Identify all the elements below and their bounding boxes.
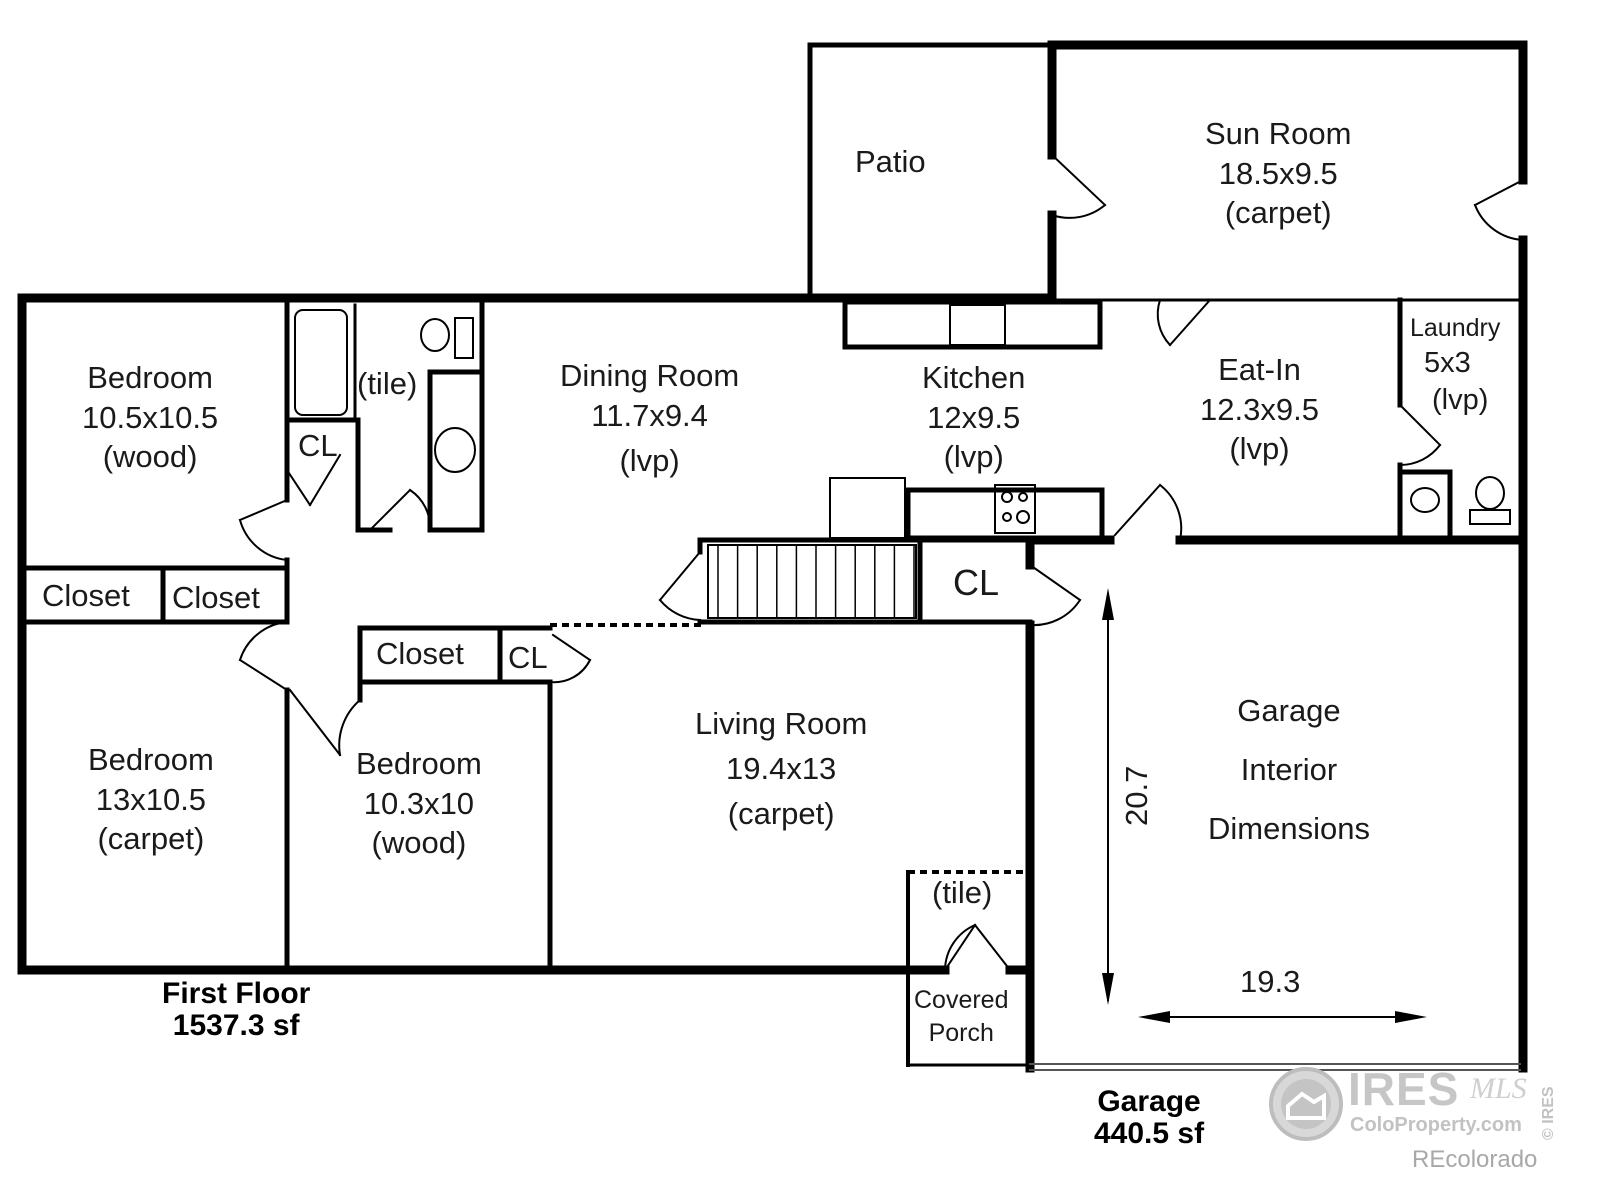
room-name: Laundry <box>1410 314 1501 342</box>
garage-door <box>1029 1063 1521 1071</box>
watermark-partner: REcolorado <box>1412 1146 1538 1173</box>
watermark-script: MLS <box>1470 1072 1527 1105</box>
dotted-openings <box>550 623 1027 874</box>
room-laundry: Laundry 5x3 (lvp) <box>1410 312 1500 420</box>
room-closet-stairs: CL <box>953 562 1000 603</box>
garage-width-dimension: 19.3 <box>1240 964 1301 999</box>
room-living: Living Room 19.4x13 (carpet) <box>695 702 867 837</box>
watermark-brand: IRES <box>1348 1063 1460 1115</box>
summary-label: Garage <box>1097 1085 1201 1118</box>
room-name: Bedroom <box>88 742 214 777</box>
room-flooring: (wood) <box>371 825 467 861</box>
room-eat-in: Eat-In 12.3x9.5 (lvp) <box>1200 350 1319 469</box>
room-name: Eat-In <box>1218 352 1301 387</box>
room-bath-closet: CL <box>298 428 338 463</box>
room-bedroom-northwest: Bedroom 10.5x10.5 (wood) <box>82 358 218 477</box>
room-dimensions: 12x9.5 <box>927 399 1021 435</box>
room-dimensions: 13x10.5 <box>95 781 207 817</box>
room-entry-flooring: (tile) <box>932 875 993 910</box>
room-closet-2: Closet <box>172 580 260 615</box>
room-name: Dining Room <box>560 358 740 393</box>
room-closet-3: Closet <box>376 636 464 671</box>
kitchen-counters <box>829 299 1105 541</box>
watermark-copyright: © IRES <box>1540 1086 1557 1140</box>
room-dimensions: 11.7x9.4 <box>591 397 708 433</box>
room-flooring: (lvp) <box>1432 384 1489 417</box>
room-flooring: (wood) <box>102 439 198 475</box>
room-dimensions: 10.3x10 <box>363 785 475 821</box>
staircase <box>707 544 917 619</box>
room-patio: Patio <box>855 142 926 182</box>
summary-area: 440.5 sf <box>1094 1117 1205 1151</box>
room-dimensions: 18.5x9.5 <box>1218 155 1338 191</box>
garage-depth-dimension: 20.7 <box>1119 765 1154 826</box>
room-dimensions: 12.3x9.5 <box>1200 391 1319 427</box>
room-bedroom-southwest: Bedroom 13x10.5 (carpet) <box>88 740 214 859</box>
room-name: Sun Room <box>1205 116 1352 151</box>
room-bedroom-middle: Bedroom 10.3x10 (wood) <box>356 744 482 863</box>
room-garage: Garage Interior Dimensions <box>1208 693 1370 846</box>
room-flooring: (carpet) <box>727 795 835 831</box>
room-dining: Dining Room 11.7x9.4 (lvp) <box>560 356 739 481</box>
room-name: Patio <box>855 144 926 179</box>
room-dimensions: 19.4x13 <box>725 750 837 786</box>
room-flooring: (lvp) <box>1229 431 1290 467</box>
room-closet-1: Closet <box>42 578 130 613</box>
room-flooring: (carpet) <box>1224 195 1332 231</box>
room-sun-room: Sun Room 18.5x9.5 (carpet) <box>1205 114 1351 233</box>
door-swings <box>238 153 1525 972</box>
garage-summary: Garage 440.5 sf <box>1094 1085 1205 1151</box>
watermark-site: ColoProperty.com <box>1350 1114 1522 1136</box>
first-floor-summary: First Floor 1537.3 sf <box>162 977 311 1043</box>
room-flooring: (carpet) <box>97 821 205 857</box>
room-name: Kitchen <box>922 360 1026 395</box>
room-name: Living Room <box>695 706 868 741</box>
bath-fixtures <box>294 309 1511 525</box>
room-bath-flooring: (tile) <box>357 366 418 401</box>
room-dimensions: 10.5x10.5 <box>82 399 219 435</box>
room-dimensions: 5x3 <box>1424 346 1471 379</box>
room-flooring: (lvp) <box>943 439 1004 475</box>
room-flooring: (lvp) <box>619 443 680 479</box>
room-covered-porch: Covered Porch <box>914 986 1009 1047</box>
room-closet-small: CL <box>508 640 548 675</box>
house-logo-icon <box>1269 1067 1343 1141</box>
patio-outline <box>807 42 1055 301</box>
summary-label: First Floor <box>162 977 311 1010</box>
room-name: Bedroom <box>356 746 482 781</box>
garage-dimension-arrows <box>1107 594 1421 1018</box>
room-name: Bedroom <box>87 360 213 395</box>
room-kitchen: Kitchen 12x9.5 (lvp) <box>922 358 1025 477</box>
summary-area: 1537.3 sf <box>172 1009 300 1043</box>
